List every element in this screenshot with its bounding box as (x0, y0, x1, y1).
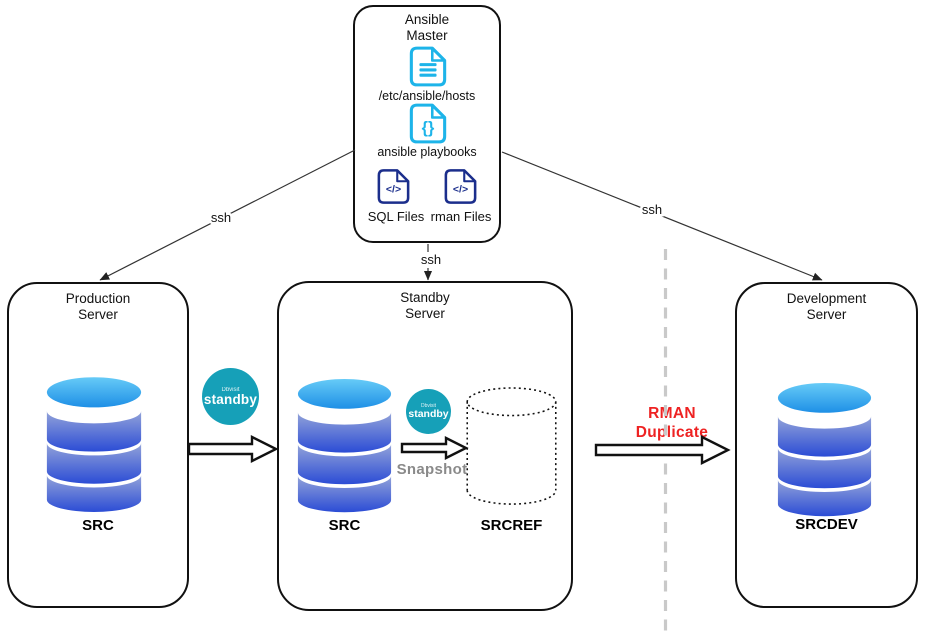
rman-file-icon: </> (444, 169, 477, 204)
ssh-line-left (99, 149, 356, 281)
development-server-title: Development Server (786, 291, 867, 323)
rman-files-label: rman Files (430, 209, 492, 224)
database-icon-srcdev (777, 383, 872, 517)
ssh-label-left: ssh (211, 210, 231, 225)
dbvisit-standby-badge-small: Dbvisit standby (406, 389, 451, 434)
db-label-srcdev: SRCDEV (795, 516, 858, 533)
sql-files-label: SQL Files (367, 209, 425, 224)
ssh-line-right (501, 151, 823, 281)
standby-server-title: Standby Server (400, 290, 450, 322)
db-label-src-production: SRC (82, 517, 114, 534)
database-icon-srcref-dotted (466, 387, 557, 505)
badge-product-label: standby (408, 408, 449, 420)
badge-product-label: standby (203, 391, 258, 407)
code-glyph: </> (453, 184, 468, 196)
playbooks-label: ansible playbooks (377, 145, 477, 159)
badge-brand-label: Dbvisit (420, 403, 436, 409)
code-glyph: </> (386, 184, 401, 196)
rman-duplicate-label: RMAN Duplicate (635, 405, 709, 442)
hosts-path-label: /etc/ansible/hosts (378, 89, 476, 103)
snapshot-label: Snapshot (396, 461, 468, 478)
db-label-srcref: SRCREF (480, 517, 543, 534)
badge-brand-label: Dbvisit (221, 386, 240, 393)
playbook-file-icon: {} (409, 103, 447, 144)
hosts-file-icon (409, 46, 447, 87)
ansible-master-title: Ansible Master (404, 12, 450, 44)
dbvisit-standby-badge-large: Dbvisit standby (202, 368, 259, 425)
production-server-title: Production Server (65, 291, 131, 323)
database-icon-src-production (46, 377, 142, 512)
braces-glyph: {} (422, 119, 435, 137)
ssh-label-right: ssh (642, 202, 662, 217)
replication-arrow (187, 435, 279, 463)
ssh-label-middle: ssh (421, 252, 441, 267)
sql-file-icon: </> (377, 169, 410, 204)
database-icon-src-standby (297, 379, 392, 513)
db-label-src-standby: SRC (328, 517, 361, 534)
